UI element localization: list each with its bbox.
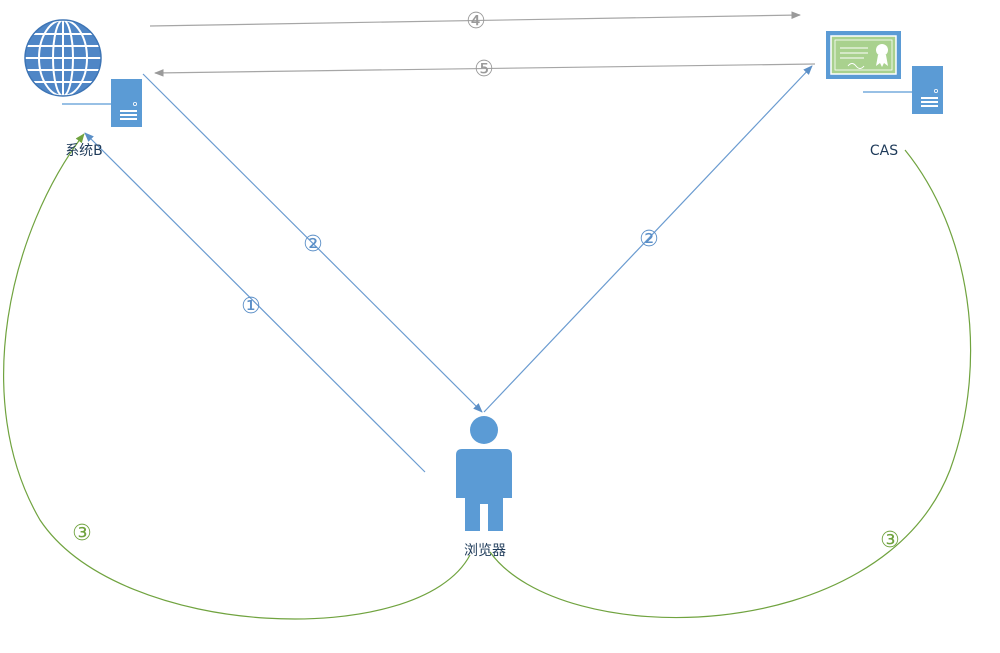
system-b-label: 系统B — [65, 143, 103, 159]
node-system-b: 系统B — [24, 19, 142, 159]
step-label-3-right: ③ — [880, 528, 900, 553]
node-browser: 浏览器 — [456, 416, 512, 559]
server-icon — [912, 66, 943, 114]
node-cas: CAS — [826, 31, 943, 159]
step-label-2-right: ② — [639, 227, 659, 252]
step-label-4: ④ — [466, 9, 486, 34]
step-label-2-left: ② — [303, 232, 323, 257]
arrow-step-5 — [154, 63, 816, 77]
step-label-1: ① — [241, 294, 261, 319]
step-label-3-left: ③ — [72, 521, 92, 546]
arrow-step-2-right — [483, 65, 813, 413]
arrow-step-2-left — [142, 73, 483, 413]
arrow-step-1 — [84, 132, 426, 473]
person-icon — [456, 416, 512, 531]
globe-icon — [24, 19, 102, 97]
arrow-step-4 — [149, 11, 801, 27]
server-icon — [111, 79, 142, 127]
browser-label: 浏览器 — [464, 543, 506, 559]
step-label-5: ⑤ — [474, 57, 494, 82]
arc-step-3-left — [3, 133, 471, 620]
arc-step-3-right — [489, 149, 972, 619]
cas-label: CAS — [870, 143, 898, 159]
certificate-icon — [826, 31, 901, 79]
